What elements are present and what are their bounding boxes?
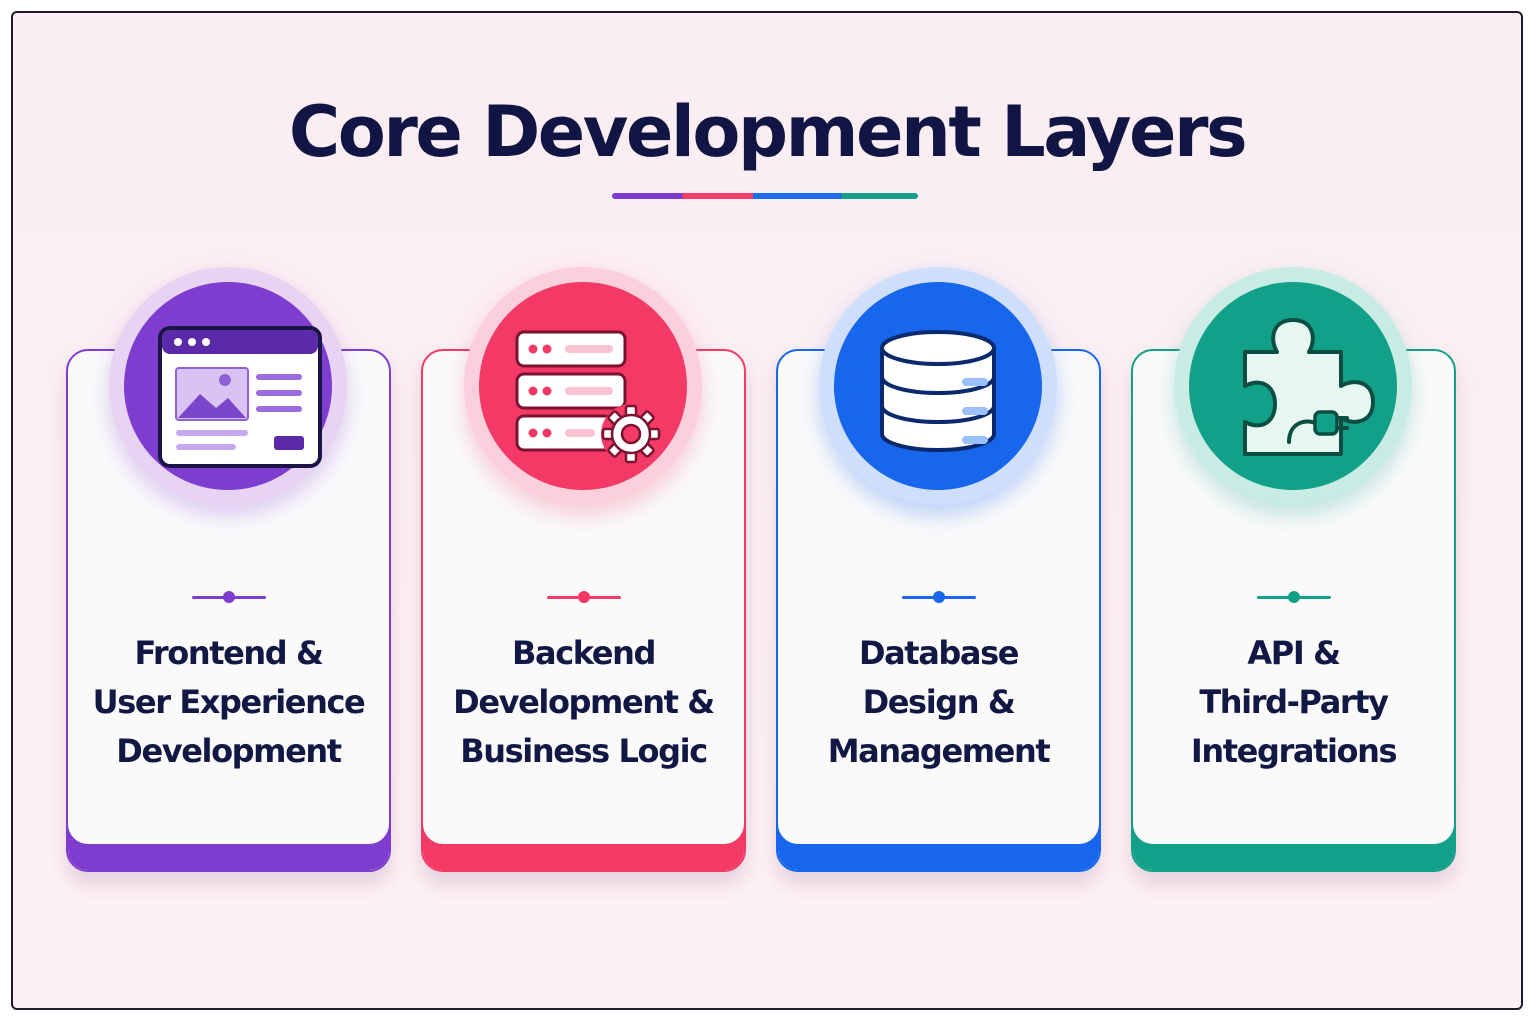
layer-label: Backend Development & Business Logic bbox=[423, 629, 744, 776]
label-line: Frontend & bbox=[134, 634, 324, 672]
label-line: API & bbox=[1247, 634, 1341, 672]
label-line: Third-Party bbox=[1199, 683, 1389, 721]
puzzle-plug-icon bbox=[1189, 282, 1397, 490]
label-line: Backend bbox=[512, 634, 656, 672]
web-page-layout-icon bbox=[124, 282, 332, 490]
layer-label: Database Design & Management bbox=[778, 629, 1099, 776]
backend-badge bbox=[464, 267, 702, 505]
frontend-badge bbox=[109, 267, 347, 505]
card-divider bbox=[546, 591, 621, 603]
database-badge bbox=[819, 267, 1057, 505]
label-line: Development bbox=[116, 732, 342, 770]
page-title: Core Development Layers bbox=[288, 91, 1248, 173]
label-line: Development & bbox=[453, 683, 715, 721]
label-line: Design & bbox=[862, 683, 1016, 721]
label-line: Business Logic bbox=[460, 732, 708, 770]
label-line: Management bbox=[827, 732, 1051, 770]
layer-label: Frontend & User Experience Development bbox=[68, 629, 389, 776]
label-line: Database bbox=[858, 634, 1020, 672]
database-icon bbox=[834, 282, 1042, 490]
api-badge bbox=[1174, 267, 1412, 505]
diagram-frame: Core Development Layers Frontend & User … bbox=[11, 11, 1523, 1010]
card-divider bbox=[901, 591, 976, 603]
card-divider bbox=[1256, 591, 1331, 603]
label-line: Integrations bbox=[1190, 732, 1398, 770]
title-underline bbox=[612, 193, 918, 199]
card-divider bbox=[191, 591, 266, 603]
label-line: User Experience bbox=[92, 683, 366, 721]
server-gear-icon bbox=[479, 282, 687, 490]
layer-label: API & Third-Party Integrations bbox=[1133, 629, 1454, 776]
